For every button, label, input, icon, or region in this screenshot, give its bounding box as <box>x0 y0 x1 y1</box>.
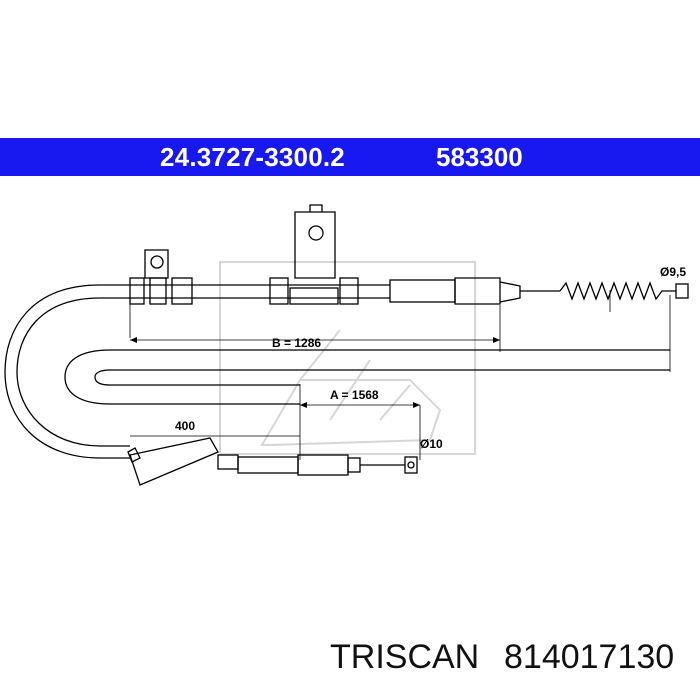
header-part-number: 24.3727-3300.2 <box>160 142 345 172</box>
footer-brand: TRISCAN <box>330 638 480 676</box>
dim-a-label: A = 1568 <box>330 388 379 402</box>
dim-b-label: B = 1286 <box>272 336 321 350</box>
dim-offset-label: 400 <box>175 419 195 433</box>
dim-diameter-right-label: Ø9,5 <box>660 265 686 279</box>
cable-bottom-run <box>127 437 418 486</box>
cable-loop <box>4 284 670 459</box>
header-reference-number: 583300 <box>436 142 523 172</box>
dimension-arrows <box>130 337 500 408</box>
footer-part-number: 814017130 <box>504 638 675 676</box>
dimension-lines <box>129 290 671 460</box>
dim-diameter-bottom-label: Ø10 <box>420 437 443 451</box>
cable-top-run <box>129 204 689 305</box>
watermark-logo <box>219 261 476 455</box>
header-bar <box>0 138 700 176</box>
